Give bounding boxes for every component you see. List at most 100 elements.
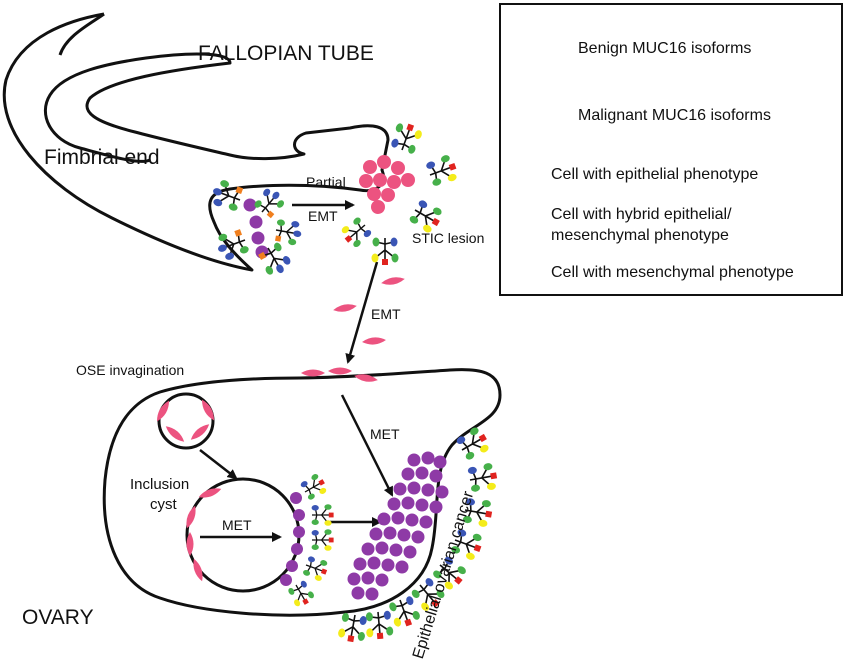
muc16-tip	[433, 207, 442, 216]
mesenchymal-cell	[198, 488, 222, 498]
malignant-muc16-glyph	[288, 580, 314, 607]
epithelial-cell	[403, 545, 417, 559]
muc16-tip	[328, 512, 334, 518]
legend-benign-label: Benign MUC16 isoforms	[578, 40, 752, 57]
hybrid-cell	[381, 188, 395, 202]
mesenchymal-cell	[165, 426, 185, 442]
epithelial-cell	[367, 556, 381, 570]
muc16-stalk	[374, 238, 396, 262]
epithelial-cell	[291, 543, 303, 555]
muc16-tip	[300, 580, 307, 588]
malignant-muc16-glyph	[462, 498, 493, 527]
muc16-tip	[341, 612, 349, 622]
muc16-tip	[324, 520, 332, 526]
epithelial-cell	[375, 573, 389, 587]
muc16-tip	[447, 173, 457, 182]
muc16-tip	[266, 210, 275, 219]
muc16-tip	[483, 463, 493, 471]
muc16-stalk	[312, 531, 332, 549]
muc16-tip	[433, 570, 442, 579]
malignant-muc16-glyph	[456, 427, 489, 460]
muc16-tip	[465, 452, 475, 460]
muc16-tip	[288, 238, 297, 246]
muc16-tip	[324, 529, 332, 535]
muc16-tip	[293, 230, 302, 237]
muc16-tip	[225, 252, 235, 260]
muc16-tip	[376, 632, 384, 640]
emt-label: EMT	[371, 306, 401, 322]
stic-lesion-label: STIC lesion	[412, 230, 485, 246]
epithelial-cell	[389, 543, 403, 557]
muc16-tip	[426, 161, 436, 169]
muc16-tip	[436, 589, 445, 599]
muc16-stalk	[291, 583, 312, 604]
epithelial-cell	[383, 526, 397, 540]
muc16-tip	[457, 529, 467, 537]
muc16-tip	[470, 427, 479, 436]
muc16-stalk	[413, 203, 438, 229]
muc16-tip	[390, 237, 398, 247]
muc16-tip	[440, 155, 450, 163]
muc16-tip	[220, 180, 230, 188]
legend-malignant-label: Malignant MUC16 isoforms	[578, 107, 771, 124]
muc16-tip	[451, 546, 461, 554]
legend-mesenchymal-label: Cell with mesenchymal phenotype	[551, 264, 794, 281]
muc16-tip	[294, 599, 301, 607]
muc16-tip	[478, 519, 488, 527]
muc16-tip	[341, 226, 350, 234]
epithelial-cell	[395, 560, 409, 574]
benign-muc16-glyph	[258, 242, 291, 275]
muc16-tip	[456, 436, 466, 444]
muc16-tip	[406, 596, 414, 606]
partial-emt-label-line1: Partial	[306, 174, 346, 190]
malignant-muc16-glyph	[338, 612, 367, 643]
muc16-tip	[258, 251, 267, 261]
epithelial-cell	[361, 542, 375, 556]
benign-muc16-glyph	[254, 188, 285, 219]
fallopian-tube-label: FALLOPIAN TUBE	[198, 42, 374, 65]
muc16-tip	[444, 556, 453, 565]
muc16-tip	[338, 628, 346, 638]
hybrid-cell	[401, 173, 415, 187]
epithelial-cell	[377, 512, 391, 526]
mesenchymal-cell	[301, 369, 325, 377]
muc16-tip	[418, 200, 428, 208]
malignant-muc16-glyph	[311, 529, 334, 551]
muc16-tip	[395, 123, 404, 133]
muc16-tip	[272, 191, 280, 200]
muc16-tip	[465, 552, 475, 560]
ose-invagination-label: OSE invagination	[76, 362, 185, 378]
muc16-stalk	[469, 466, 494, 489]
muc16-tip	[431, 217, 440, 227]
muc16-tip	[324, 545, 332, 551]
malignant-muc16-glyph	[391, 123, 422, 154]
muc16-tip	[288, 587, 295, 595]
muc16-tip	[234, 229, 243, 237]
hybrid-cell	[371, 200, 385, 214]
muc16-tip	[448, 162, 457, 171]
mesenchymal-cell	[156, 400, 170, 422]
muc16-tip	[239, 246, 249, 254]
muc16-stalk	[369, 611, 391, 636]
malignant-muc16-glyph	[409, 200, 442, 233]
epithelial-cell	[249, 215, 263, 229]
epithelial-cell	[401, 467, 415, 481]
epithelial-cell	[401, 496, 415, 510]
muc16-tip	[406, 123, 415, 132]
muc16-tip	[409, 216, 419, 224]
muc16-tip	[357, 631, 365, 641]
muc16-stalk	[305, 559, 325, 579]
malignant-muc16-glyph	[300, 474, 327, 500]
muc16-tip	[320, 560, 328, 566]
muc16-stalk	[275, 222, 298, 243]
legend-epithelial-label: Cell with epithelial phenotype	[551, 166, 759, 183]
epithelial-cell	[243, 198, 257, 212]
malignant-muc16-glyph	[451, 529, 482, 560]
muc16-tip	[307, 493, 315, 500]
epithelial-cell	[387, 497, 401, 511]
muc16-stalk	[217, 183, 241, 208]
muc16-tip	[344, 235, 353, 243]
epithelial-cell	[397, 528, 411, 542]
epithelial-cell	[415, 498, 429, 512]
